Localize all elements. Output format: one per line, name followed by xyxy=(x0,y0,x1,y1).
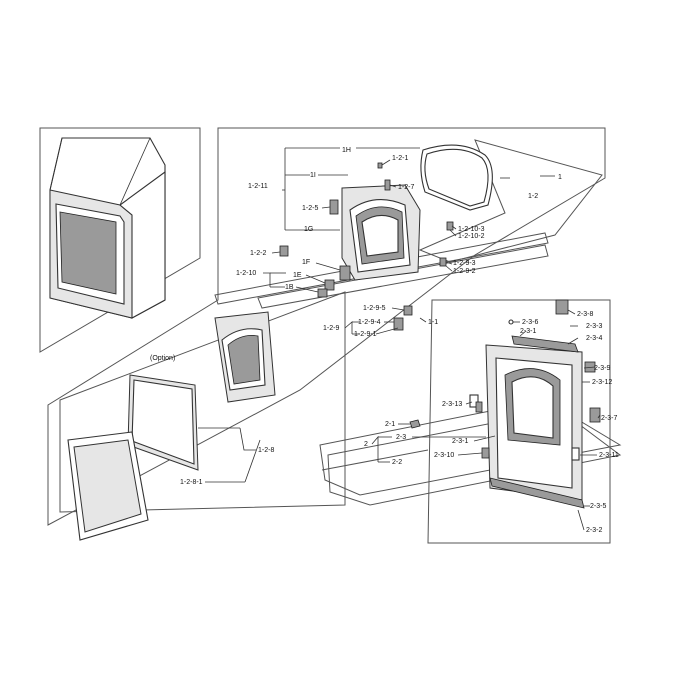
frame-door-assembly xyxy=(47,127,606,526)
top-handle-2-3-1 xyxy=(511,335,579,353)
label-1-2-9-1: 1-2-9-1 xyxy=(354,331,377,338)
outline-door-1-1b xyxy=(257,244,549,309)
label-2-3-3: 2-3-3 xyxy=(586,323,602,330)
label-1-2-9: 1-2-9 xyxy=(323,325,339,332)
label-1-2-7: 1-2-7 xyxy=(398,184,414,191)
label-2-3-6: 2-3-6 xyxy=(522,319,538,326)
frame-dryer-overview xyxy=(39,127,201,353)
label-2-3: 2-3 xyxy=(396,434,406,441)
label-option: (Option) xyxy=(150,355,175,362)
part-1-2-1 xyxy=(377,162,383,169)
label-1F: 1F xyxy=(302,259,310,266)
label-2-3-11: 2-3-11 xyxy=(599,452,619,459)
label-2-3-1-top: 2-3-1 xyxy=(520,328,536,335)
label-2-3-8: 2-3-8 xyxy=(577,311,593,318)
hinge-1F xyxy=(339,265,351,281)
label-2: 2 xyxy=(364,441,368,448)
part-2-3-10 xyxy=(481,447,490,459)
label-2-3-12: 2-3-12 xyxy=(592,379,612,386)
outline-door-2c xyxy=(321,449,429,471)
label-1E: 1E xyxy=(293,272,302,279)
label-1B: 1B xyxy=(285,284,294,291)
label-1I: 1I xyxy=(310,172,316,179)
label-2-3-2: 2-3-2 xyxy=(586,527,602,534)
label-2-3-4: 2-3-4 xyxy=(586,335,602,342)
leader-lines xyxy=(198,147,601,531)
label-1G: 1G xyxy=(304,226,313,233)
option-door-panel-face xyxy=(131,379,195,465)
label-1-2-10-2: 1-2-10-2 xyxy=(458,233,485,240)
door-gasket-1H-inner xyxy=(424,148,489,207)
part-2-3-13 xyxy=(469,394,479,408)
screw-2-3-6 xyxy=(508,319,514,325)
hinge-1-2-9-4 xyxy=(393,317,404,331)
hinge-1-2-2 xyxy=(279,245,289,257)
hinge-1B xyxy=(317,288,328,298)
door-frame-2-3 xyxy=(485,344,583,501)
label-1: 1 xyxy=(558,174,562,181)
label-1-2-9-2: 1-2-9-2 xyxy=(453,268,476,275)
label-2-3-1-mid: 2-3-1 xyxy=(452,438,468,445)
part-2-3-11 xyxy=(571,447,580,461)
label-1-2-5: 1-2-5 xyxy=(302,205,318,212)
label-2-3-9: 2-3-9 xyxy=(594,365,610,372)
label-1-2-8-1: 1-2-8-1 xyxy=(180,479,203,486)
label-2-1: 2-1 xyxy=(385,421,395,428)
label-1-2-9-3: 1-2-9-3 xyxy=(453,260,476,267)
label-1-2-10: 1-2-10 xyxy=(236,270,256,277)
label-1-2-9-5: 1-2-9-5 xyxy=(363,305,386,312)
label-2-3-10: 2-3-10 xyxy=(434,452,454,459)
option-door-trim-inner xyxy=(73,439,142,533)
label-2-3-13: 2-3-13 xyxy=(442,401,462,408)
part-2-3-8 xyxy=(555,299,569,315)
hinge-1-2-5 xyxy=(329,199,339,215)
outline-door-1-1 xyxy=(214,232,549,305)
label-1-2: 1-2 xyxy=(528,193,538,200)
label-2-2: 2-2 xyxy=(392,459,402,466)
hinge-1-2-9-5 xyxy=(403,305,413,316)
label-1-2-1: 1-2-1 xyxy=(392,155,408,162)
label-1-2-11: 1-2-11 xyxy=(248,183,268,190)
label-1-2-8: 1-2-8 xyxy=(258,447,274,454)
frame-door-frame-assembly xyxy=(427,299,611,544)
part-1-2-9-3 xyxy=(439,257,447,267)
part-2-3-13b xyxy=(475,401,483,413)
label-2-3-7: 2-3-7 xyxy=(601,415,617,422)
part-2-3-7 xyxy=(589,407,601,423)
part-2-1 xyxy=(409,419,421,429)
hinge-1E xyxy=(324,279,335,291)
label-1-2-10-3: 1-2-10-3 xyxy=(458,226,485,233)
label-1-2-2: 1-2-2 xyxy=(250,250,266,257)
part-labels: 1H 1-2-1 1I 1-2-11 1-2-7 1 1-2 1-2-5 1G … xyxy=(150,147,619,534)
label-2-3-5: 2-3-5 xyxy=(590,503,606,510)
dryer-cabinet-illustration xyxy=(49,137,166,319)
outline-door-1 xyxy=(418,139,603,263)
part-1-2-7 xyxy=(384,179,391,191)
label-1H: 1H xyxy=(342,147,351,154)
label-1-2-9-4: 1-2-9-4 xyxy=(358,319,381,326)
door-frame-1-2 xyxy=(341,184,421,281)
bottom-handle-2-3-5 xyxy=(489,477,585,509)
label-1-1: 1-1 xyxy=(428,319,438,326)
option-door-frame xyxy=(214,311,276,403)
